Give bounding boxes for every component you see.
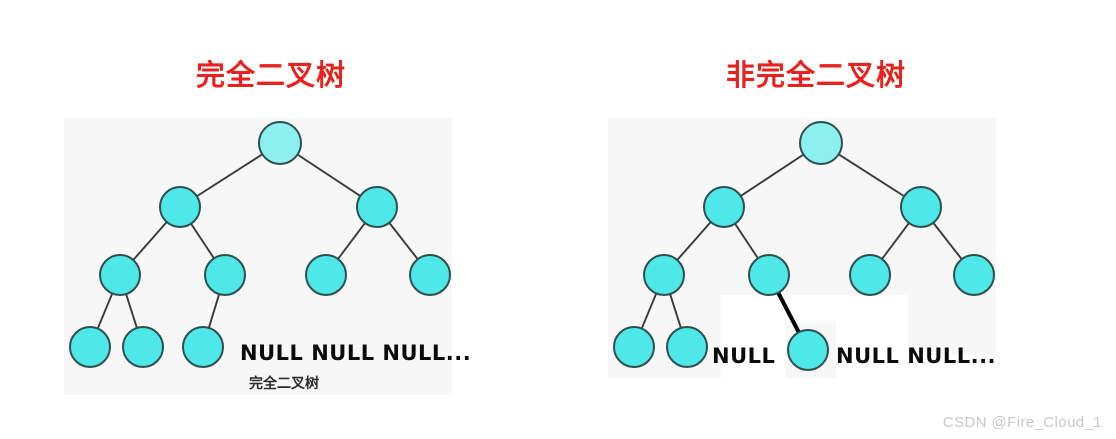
tree-edge — [675, 220, 713, 262]
tree-edge — [387, 221, 420, 261]
tree-node — [356, 186, 398, 228]
tree-edge — [640, 291, 658, 331]
tree-node — [69, 326, 111, 368]
tree-node — [613, 326, 655, 368]
tree-edge — [131, 220, 169, 262]
right-null-label-rest: NULL NULL... — [836, 344, 997, 368]
tree-node — [748, 254, 790, 296]
incomplete-binary-tree-figure: NULL NULL NULL... — [608, 118, 996, 378]
tree-node — [305, 254, 347, 296]
tree-edge — [207, 292, 221, 330]
tree-edge — [668, 292, 683, 330]
tree-node — [182, 326, 224, 368]
tree-edge — [880, 221, 911, 261]
right-null-label-first: NULL — [712, 344, 776, 368]
tree-edge — [124, 292, 139, 330]
left-figure-caption: 完全二叉树 — [249, 375, 319, 391]
tree-node — [900, 186, 942, 228]
right-figure-title: 非完全二叉树 — [726, 60, 907, 92]
tree-node — [953, 254, 995, 296]
tree-node — [703, 186, 745, 228]
right-tree-graphic — [613, 121, 995, 371]
tree-node — [99, 254, 141, 296]
tree-node — [643, 254, 685, 296]
tree-edge — [295, 153, 363, 198]
tree-node — [787, 329, 829, 371]
tree-edge — [195, 152, 265, 198]
tree-edge — [733, 221, 760, 261]
complete-binary-tree-figure: NULL NULL NULL... 完全二叉树 — [64, 118, 471, 395]
left-tree-graphic — [69, 121, 451, 368]
tree-edge — [738, 153, 806, 198]
tree-edge — [775, 289, 802, 336]
tree-node — [204, 254, 246, 296]
left-figure-title: 完全二叉树 — [196, 60, 347, 92]
tree-edge — [336, 221, 367, 261]
tree-node — [159, 186, 201, 228]
tree-node — [122, 326, 164, 368]
tree-node — [849, 254, 891, 296]
tree-edge — [189, 221, 216, 261]
csdn-watermark: CSDN @Fire_Cloud_1 — [942, 414, 1102, 431]
tree-node — [409, 254, 451, 296]
right-figure-background-lower-right — [908, 295, 996, 355]
tree-node — [258, 121, 302, 165]
tree-edge — [96, 291, 114, 331]
tree-edge — [931, 221, 964, 261]
left-null-label: NULL NULL NULL... — [240, 341, 472, 365]
tree-node — [799, 121, 843, 165]
tree-node — [666, 326, 708, 368]
tree-edge — [836, 152, 906, 198]
